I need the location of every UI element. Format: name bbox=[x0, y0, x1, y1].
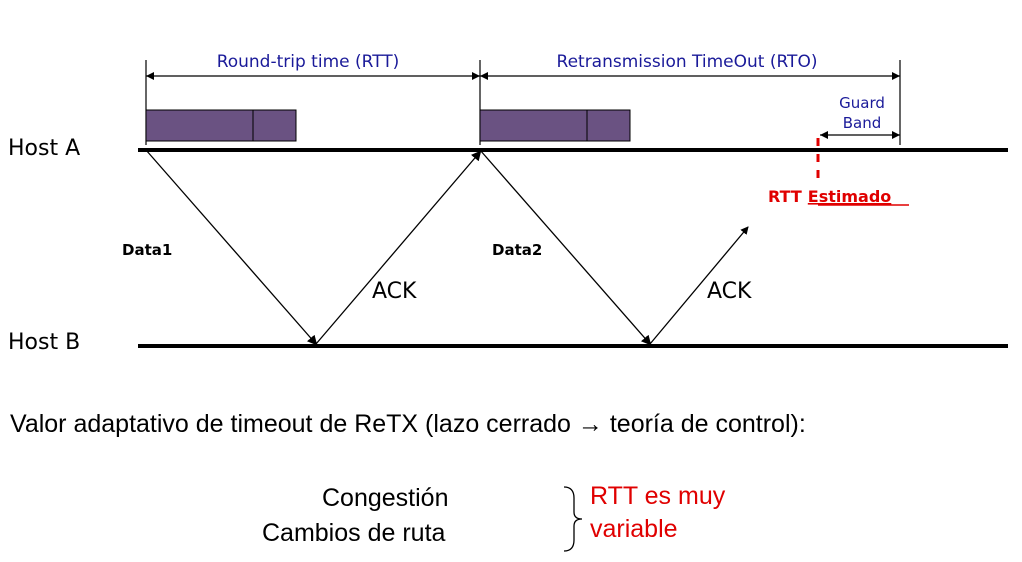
data1-arrow bbox=[145, 149, 318, 346]
guard-band-span bbox=[820, 131, 900, 139]
host-a-label: Host A bbox=[8, 136, 80, 161]
conclusion-line1: RTT es muy bbox=[590, 482, 726, 510]
rto-span bbox=[480, 60, 901, 145]
host-b-label: Host B bbox=[8, 330, 80, 355]
rto-span-label: Retransmission TimeOut (RTO) bbox=[557, 52, 818, 72]
data1-label: Data1 bbox=[122, 241, 172, 259]
ack2-label: ACK bbox=[707, 279, 752, 304]
rtt-word: RTT bbox=[768, 187, 802, 206]
packet-1 bbox=[145, 109, 297, 142]
guard-band-label-line2: Band bbox=[843, 114, 882, 132]
ack1-arrow bbox=[315, 150, 482, 345]
conclusion-line2: variable bbox=[590, 515, 678, 543]
data2-arrow bbox=[479, 149, 652, 346]
reason-route-changes: Cambios de ruta bbox=[262, 519, 446, 547]
reason-congestion: Congestión bbox=[322, 484, 449, 512]
guard-band-label-line1: Guard bbox=[839, 94, 885, 112]
right-brace-icon bbox=[563, 486, 583, 552]
caption-text: Valor adaptativo de timeout de ReTX (laz… bbox=[10, 410, 806, 438]
rtt-estimate-label: RTT Estimado bbox=[768, 187, 891, 206]
packet-2 bbox=[479, 109, 631, 142]
rtt-span-label: Round-trip time (RTT) bbox=[217, 52, 400, 72]
data2-label: Data2 bbox=[492, 241, 542, 259]
ack1-label: ACK bbox=[372, 279, 417, 304]
estimado-word: Estimado bbox=[808, 187, 892, 206]
ack2-arrow bbox=[649, 226, 749, 345]
